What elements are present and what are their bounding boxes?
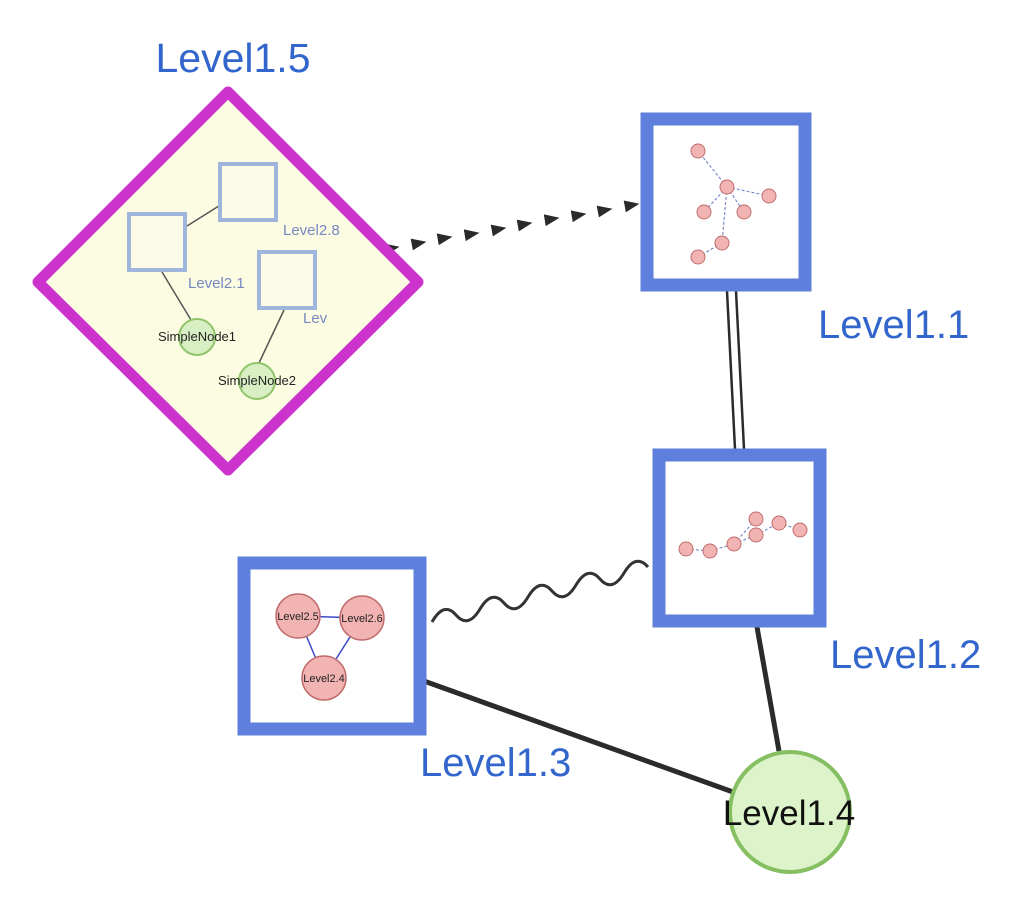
label-level1-3: Level1.3 [420,741,571,785]
subnode-level2-8-label: Level2.8 [283,222,340,239]
node-level1-2[interactable] [652,448,827,628]
edge-level13-level12-wavy[interactable] [430,559,650,623]
subnode-lev-label: Lev [303,310,328,327]
edge-level11-level12-double[interactable] [725,290,746,450]
edge-level21-level28[interactable] [186,203,223,227]
label-level1-4: Level1.4 [723,794,855,833]
label-level1-1: Level1.1 [818,303,969,347]
node-level1-3[interactable]: Level2.5 Level2.6 Level2.4 [237,556,427,736]
level1-3-square-shape[interactable] [237,556,427,736]
subnode-level2-1[interactable]: Level2.1 [127,212,245,292]
edge-level21-simplenode1[interactable] [161,271,192,321]
subnode-lev[interactable]: Lev [257,250,328,327]
subnode-level2-5[interactable]: Level2.5 [275,593,321,639]
level1-5-diamond-shape[interactable] [32,86,424,476]
subnode-level2-6[interactable]: Level2.6 [339,595,385,641]
subnode-level2-5-label: Level2.5 [277,611,319,623]
level1-2-inner-nodes[interactable] [678,511,808,559]
level1-1-inner-nodes[interactable] [690,143,777,265]
subnode-level2-8[interactable]: Level2.8 [218,162,340,239]
node-level1-5[interactable]: Level2.8 Level2.1 Lev SimpleNode1 Simple… [32,86,424,476]
subnode-simplenode1[interactable]: SimpleNode1 [158,318,236,356]
node-level1-4[interactable]: Level1.4 [723,750,855,874]
level1-4-circle-shape[interactable] [728,750,852,874]
edge-level12-level14[interactable] [754,626,782,752]
node-level1-1[interactable] [640,112,812,292]
subnode-simplenode1-label: SimpleNode1 [158,329,236,344]
subnode-simplenode2[interactable]: SimpleNode2 [218,362,296,400]
level1-2-square-shape[interactable] [652,448,827,628]
subnode-level2-4[interactable]: Level2.4 [301,655,347,701]
subnode-level2-4-label: Level2.4 [303,673,345,685]
edge-level13-level14[interactable] [423,678,734,795]
subnode-level2-1-label: Level2.1 [188,275,245,292]
edge-lev-simplenode2[interactable] [258,309,285,364]
edge-level15-level11-arrow-chain[interactable] [383,200,640,256]
subnode-simplenode2-label: SimpleNode2 [218,373,296,388]
label-level1-5: Level1.5 [155,35,310,81]
label-level1-2: Level1.2 [830,633,981,677]
subnode-level2-6-label: Level2.6 [341,613,383,625]
